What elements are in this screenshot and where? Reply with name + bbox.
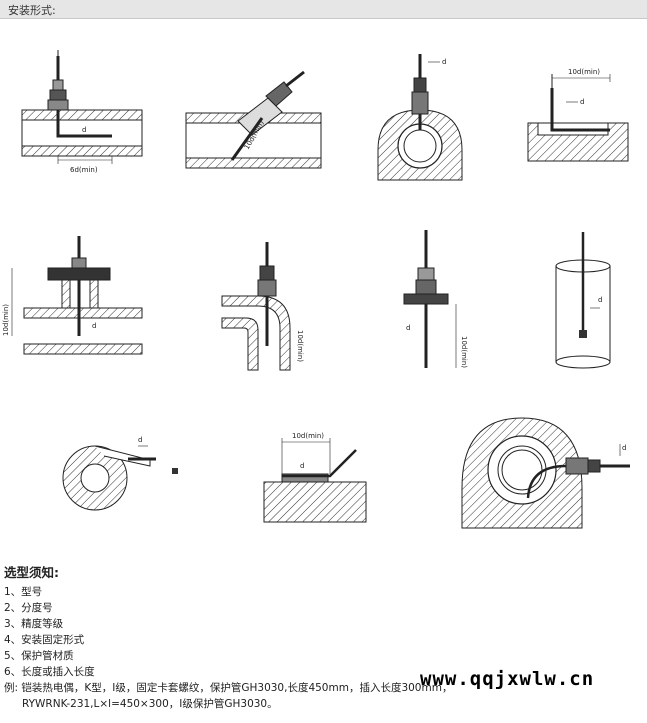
dim-d-label: d [82,126,86,134]
list-item: 1、型号 [4,586,43,598]
figure-6-elbow: 10d(min) [221,242,304,371]
figure-9-ring-clamp: d [62,436,178,511]
figure-10-surface-block: 10d(min) d [263,432,367,523]
figure-7-flange-probe: 10d(min) d [403,230,468,368]
dim-d-label: d [598,296,602,304]
list-item: 2、分度号 [4,602,53,614]
site-watermark: www.qqjxwlw.cn [420,668,595,690]
dim-d-label: d [300,462,304,470]
notes-heading: 选型须知: [4,565,59,580]
figure-8-vertical-pipe: d [555,232,611,369]
selection-notes: 选型须知: 1、型号 2、分度号 3、精度等级 4、安装固定形式 5、保护管材质… [4,562,644,712]
dim-10d-min-label: 10d(min) [2,304,10,336]
dim-10d-min-label: 10d(min) [568,68,600,76]
dim-10d-min-label: 10d(min) [296,330,304,362]
figure-5-tee-vertical: 10d(min) d [2,236,143,355]
dim-d-label: d [406,324,410,332]
dim-d-label: d [92,322,96,330]
figure-11-housing-side-probe: d [461,417,630,529]
dim-d-label: d [622,444,626,452]
example-line-2: RYWRNK-231,L×l=450×300，I级保护管GH3030。 [22,698,278,710]
section-header: 安装形式: [0,0,647,19]
dim-6d-min-label: 6d(min) [70,166,98,174]
example-line-1: 例: 铠装热电偶，K型，I级，固定卡套螺纹，保护管GH3030,长度450mm，… [4,682,453,694]
figure-2-angled-insertion: 10d(min) [185,70,322,169]
installation-diagrams: d 6d(min) 10d(min) d [2,50,630,529]
dim-10d-min-label: 10d(min) [460,336,468,368]
figure-4-block-l-probe: 10d(min) d [527,68,629,162]
list-item: 6、长度或插入长度 [4,666,95,678]
list-item: 4、安装固定形式 [4,634,85,646]
list-item: 5、保护管材质 [4,650,74,662]
dim-d-label: d [138,436,142,444]
figure-1-straight-pipe-bent-probe: d 6d(min) [21,50,143,174]
section-title: 安装形式: [8,4,56,17]
list-item: 3、精度等级 [4,618,64,630]
dim-d-label: d [580,98,584,106]
dim-d-label: d [442,58,446,66]
figure-3-pipe-saddle: d [377,54,463,181]
dim-10d-min-label: 10d(min) [292,432,324,440]
